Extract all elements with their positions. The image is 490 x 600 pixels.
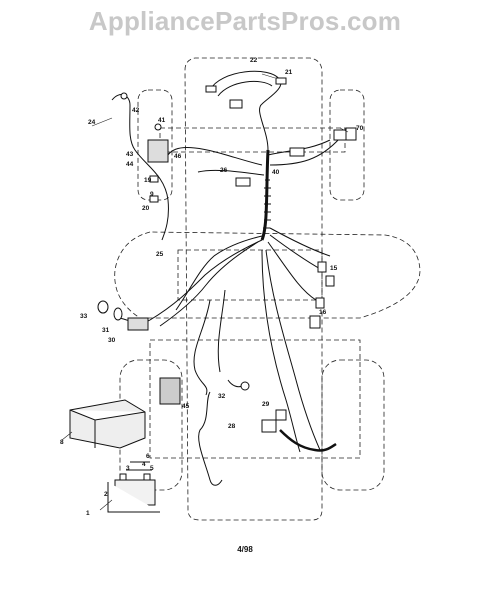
callout-31-label: 31: [102, 327, 110, 334]
seat-switch-29-b: [275, 409, 287, 421]
callout-leaders: [61, 73, 349, 511]
battery-cable-top: [126, 461, 152, 471]
connector-26: [235, 177, 251, 187]
ignition-branch: [119, 239, 263, 324]
callout-41-label: 41: [158, 117, 166, 124]
battery-bracket-2: [107, 482, 160, 513]
callout-1-label: 1: [86, 510, 90, 517]
right-rear-wheel: [321, 359, 385, 491]
connector-15-c: [315, 297, 325, 309]
callout-19-label: 19: [144, 177, 152, 184]
main-trunk: [260, 149, 270, 241]
connector-right-upper: [289, 147, 305, 157]
headlight-lead-2: [217, 80, 273, 97]
rear-right-lead: [265, 249, 321, 451]
ignition-branch-2: [159, 241, 259, 327]
callout-25-label: 25: [156, 251, 164, 258]
callout-29-label: 29: [262, 401, 270, 408]
connector-70-b: [345, 127, 357, 141]
right-branch-2: [269, 227, 331, 257]
connector-15-b: [325, 275, 335, 287]
switch-lead: [165, 147, 263, 166]
callout-46-label: 46: [174, 153, 182, 160]
rear-left-lead-2: [217, 289, 226, 373]
callout-24-label: 24: [88, 119, 96, 126]
page-number: 4/98: [237, 545, 253, 554]
rear-right-lead-2: [261, 249, 301, 453]
callout-42-label: 42: [132, 107, 140, 114]
front-crossbar: [159, 127, 346, 153]
headlight-plug: [229, 99, 243, 109]
callout-6-label: 6: [146, 453, 150, 460]
battery-cable-28: [198, 391, 223, 486]
loop-24-end: [120, 92, 128, 100]
headlight-lead: [209, 70, 282, 151]
harness-wires: [111, 70, 341, 486]
callout-26-label: 26: [220, 167, 228, 174]
callout-33-label: 33: [80, 313, 88, 320]
headlight-connector-right: [275, 77, 287, 85]
callout-9-label: 9: [150, 191, 154, 198]
headlight-connector-left: [205, 85, 217, 93]
lead-32-terminal: [240, 381, 250, 391]
seat-switch-lead: [279, 429, 337, 452]
callout-labels: 15 16 19 20 21 22 24 25 26 28 29 30 31 3…: [60, 57, 364, 517]
callout-44-label: 44: [126, 161, 134, 168]
rear-body: [149, 339, 361, 459]
right-branch-3: [267, 241, 317, 301]
switch-lead-2: [197, 169, 265, 176]
callout-2-label: 2: [104, 491, 108, 498]
switch-terminal-19: [149, 175, 159, 183]
callout-22-label: 22: [250, 57, 258, 64]
connector-15-a: [317, 261, 327, 273]
seat-switch-29: [261, 419, 277, 433]
hood-outline: [184, 57, 323, 521]
callout-40-label: 40: [272, 169, 280, 176]
callout-45-label: 45: [182, 403, 190, 410]
callout-5-label: 5: [150, 465, 154, 472]
callout-70-label: 70: [356, 125, 364, 132]
callout-15-label: 15: [330, 265, 338, 272]
switch-knob: [154, 123, 162, 131]
switch-terminal-20: [149, 195, 159, 203]
mower-deck: [114, 231, 421, 319]
battery-post-pos: [143, 473, 151, 481]
relay-45: [159, 377, 181, 405]
components: [69, 77, 357, 513]
callout-30-label: 30: [108, 337, 116, 344]
battery-box-8: [69, 399, 146, 449]
callout-21-label: 21: [285, 69, 293, 76]
switch-block: [147, 139, 169, 163]
watermark: AppliancePartsPros.com: [88, 6, 402, 36]
trunk-wraps: [263, 179, 271, 229]
battery-post-neg: [119, 473, 127, 481]
callout-3-label: 3: [126, 465, 130, 472]
ignition-part-31: [113, 307, 123, 321]
callout-32-label: 32: [218, 393, 226, 400]
callout-8-label: 8: [60, 439, 64, 446]
rear-left-lead: [193, 299, 211, 396]
top-right-lead-2: [269, 137, 341, 166]
left-front-wheel: [137, 89, 173, 201]
callout-43-label: 43: [126, 151, 134, 158]
connector-16: [309, 315, 321, 329]
right-front-wheel: [329, 89, 365, 201]
ignition-part-33: [97, 300, 109, 314]
callout-28-label: 28: [228, 423, 236, 430]
ignition-branch-3: [175, 235, 263, 311]
right-branch-1: [269, 234, 323, 271]
left-rear-wheel: [119, 359, 183, 491]
lead-32: [227, 379, 243, 388]
callout-4-label: 4: [142, 461, 146, 468]
callout-20-label: 20: [142, 205, 150, 212]
ignition-switch-30: [127, 317, 149, 331]
loop-24: [111, 94, 169, 241]
callout-16-label: 16: [319, 309, 327, 316]
